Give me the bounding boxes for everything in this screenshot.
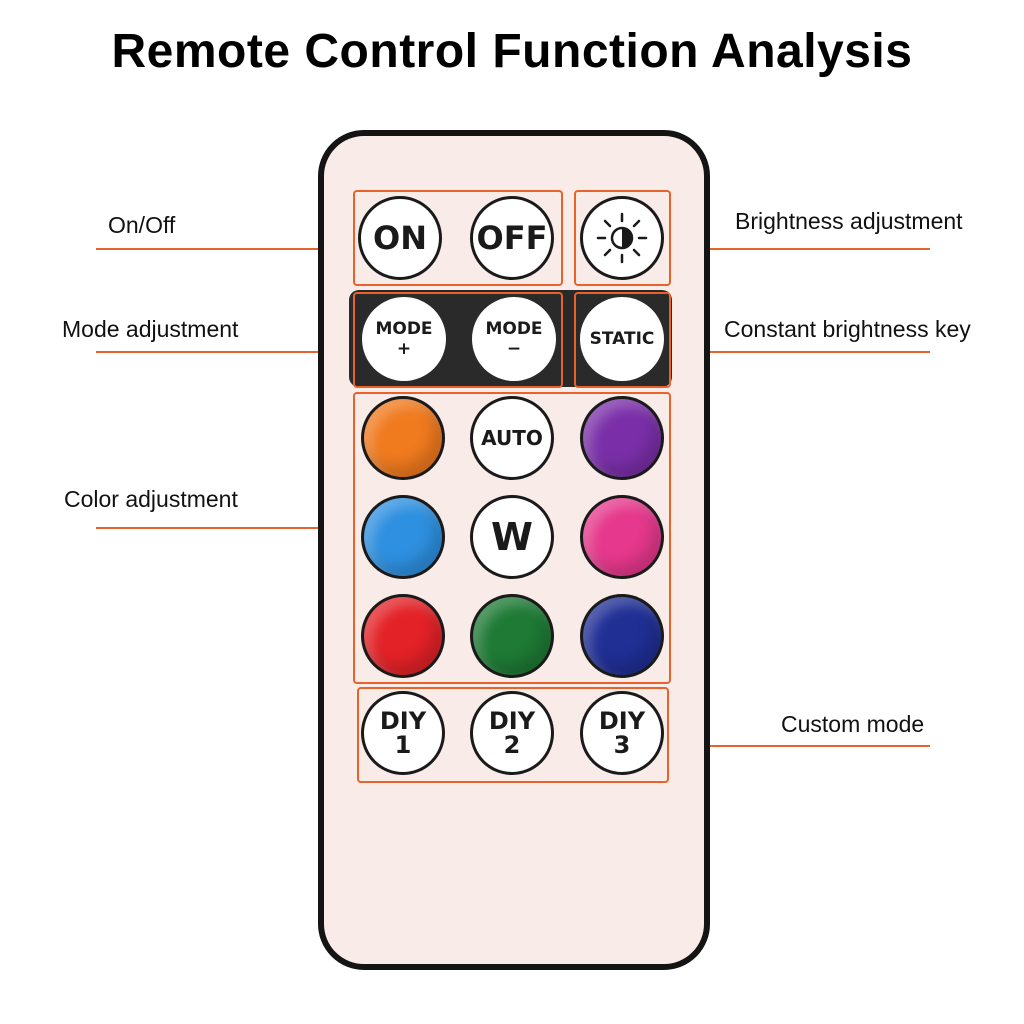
static-button-label: STATIC [589,329,655,349]
auto-button[interactable]: AUTO [470,396,554,480]
static-button[interactable]: STATIC [580,297,664,381]
callout-constant-brightness-key: Constant brightness key [724,316,971,342]
white-button[interactable]: W [470,495,554,579]
diy-1-label-top: DIY [379,707,427,735]
callout-custom-mode: Custom mode [781,711,925,737]
mode-plus-label-top: MODE [375,319,433,339]
mode-plus-label-bottom: + [396,339,412,359]
white-button-label: W [491,515,533,559]
static-group-box [574,292,671,388]
color-group-box [353,392,671,684]
diy-group-box [357,687,669,783]
on-button[interactable]: ON [358,196,442,280]
orange-color-button[interactable] [361,396,445,480]
pink-color-button[interactable] [580,495,664,579]
diy-2-button[interactable]: DIY 2 [470,691,554,775]
mode-group-box [353,292,563,388]
callout-mode-adjustment: Mode adjustment [62,316,239,342]
diy-3-button[interactable]: DIY 3 [580,691,664,775]
dark-blue-color-button[interactable] [580,594,664,678]
brightness-group-box [574,190,671,286]
on-off-group-box [353,190,563,286]
purple-color-button[interactable] [580,396,664,480]
diy-2-label-top: DIY [488,707,536,735]
diy-1-label-bottom: 1 [394,731,412,759]
diy-2-label-bottom: 2 [503,731,521,759]
leader-custom-mode [668,745,930,747]
light-blue-color-button[interactable] [361,495,445,579]
mode-minus-label-bottom: − [506,339,522,359]
brightness-sun-icon [596,212,648,264]
brightness-button[interactable] [580,196,664,280]
diy-3-label-bottom: 3 [613,731,631,759]
page-title: Remote Control Function Analysis [111,25,913,78]
mode-minus-button[interactable]: MODE − [472,297,556,381]
on-button-label: ON [373,219,427,257]
callout-brightness-adjustment: Brightness adjustment [735,208,963,234]
callout-color-adjustment: Color adjustment [64,486,238,512]
leader-constant-brightness-key [668,351,930,353]
callout-on-off: On/Off [108,212,176,238]
off-button[interactable]: OFF [470,196,554,280]
diy-1-button[interactable]: DIY 1 [361,691,445,775]
mode-minus-label-top: MODE [485,319,543,339]
green-color-button[interactable] [470,594,554,678]
mode-plus-button[interactable]: MODE + [362,297,446,381]
red-color-button[interactable] [361,594,445,678]
leader-mode-adjustment [96,351,356,353]
auto-button-label: AUTO [481,426,543,450]
diy-3-label-top: DIY [598,707,646,735]
leader-on-off [96,248,356,250]
leader-brightness-adjustment [668,248,930,250]
off-button-label: OFF [476,219,548,257]
leader-color-adjustment [96,527,356,529]
